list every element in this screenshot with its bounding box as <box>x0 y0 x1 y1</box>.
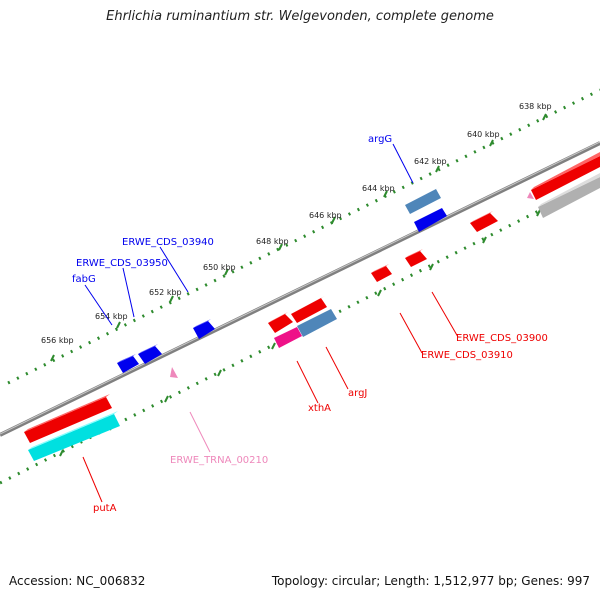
gene-feature-erwe-cds-03940[interactable] <box>193 319 215 339</box>
gene-label-erwe-trna-00210: ERWE_TRNA_00210 <box>170 455 268 466</box>
tick-label-648: 648 kbp <box>256 237 289 246</box>
tick-label-642: 642 kbp <box>414 157 447 166</box>
tick-label-638: 638 kbp <box>519 102 552 111</box>
tick-label-644: 644 kbp <box>362 184 395 193</box>
gene-feature-erwe-cds-03910[interactable] <box>371 264 392 282</box>
gene-feature-erwe-cds-03900[interactable] <box>405 249 427 267</box>
callout-erwe-trna-00210 <box>189 411 211 453</box>
callout-erwe-cds-03900 <box>431 291 459 338</box>
callout-erwe-cds-03950 <box>122 267 135 318</box>
callout-argG <box>392 143 414 184</box>
gene-label-fabG: fabG <box>72 274 96 285</box>
gene-feature-red-638[interactable] <box>531 152 600 200</box>
tick-label-646: 646 kbp <box>309 211 342 220</box>
genome-backbone <box>0 141 600 437</box>
gene-label-xthA: xthA <box>308 403 331 414</box>
callout-putA <box>82 456 103 503</box>
gene-feature-argJ[interactable] <box>297 307 337 337</box>
gene-label-erwe-cds-03910: ERWE_CDS_03910 <box>421 350 513 361</box>
tick-label-640: 640 kbp <box>467 130 500 139</box>
callout-xthA <box>296 360 319 404</box>
gene-feature-red-640[interactable] <box>470 211 498 232</box>
gene-feature-erwe-cds-03950[interactable] <box>138 344 162 364</box>
gene-feature-argG[interactable] <box>405 187 441 214</box>
tick-label-654: 654 kbp <box>95 312 128 321</box>
gene-label-argJ: argJ <box>348 388 367 399</box>
gene-feature-cyan-putA[interactable] <box>28 411 120 461</box>
callout-argJ <box>325 346 349 390</box>
callout-erwe-cds-03940 <box>159 246 189 293</box>
gene-feature-grey-638[interactable] <box>538 173 600 218</box>
gene-feature-xthA[interactable] <box>274 325 302 348</box>
tick-label-652: 652 kbp <box>149 288 182 297</box>
gene-feature-blue-642[interactable] <box>414 206 447 232</box>
accession-label: Accession: NC_006832 <box>9 574 146 588</box>
trna-marker-erwe-trna-00210[interactable] <box>170 367 178 378</box>
gene-label-erwe-cds-03950: ERWE_CDS_03950 <box>76 258 168 269</box>
gene-feature-fabG[interactable] <box>117 354 139 373</box>
gene-label-erwe-cds-03940: ERWE_CDS_03940 <box>122 237 214 248</box>
gene-feature-xthA-red[interactable] <box>268 312 293 333</box>
outer-ruler <box>7 88 600 385</box>
callout-fabG <box>84 284 113 326</box>
map-title: Ehrlichia ruminantium str. Welgevonden, … <box>106 9 494 24</box>
trna-marker-638[interactable] <box>527 192 534 199</box>
gene-label-putA: putA <box>93 503 117 514</box>
gene-feature-argJ-red[interactable] <box>291 296 327 323</box>
genome-summary: Topology: circular; Length: 1,512,977 bp… <box>271 574 590 588</box>
tick-label-656: 656 kbp <box>41 336 74 345</box>
gene-feature-putA[interactable] <box>24 394 112 443</box>
tick-label-650: 650 kbp <box>203 263 236 272</box>
gene-label-argG: argG <box>368 134 392 145</box>
callout-erwe-cds-03910 <box>399 312 423 354</box>
gene-label-erwe-cds-03900: ERWE_CDS_03900 <box>456 333 548 344</box>
